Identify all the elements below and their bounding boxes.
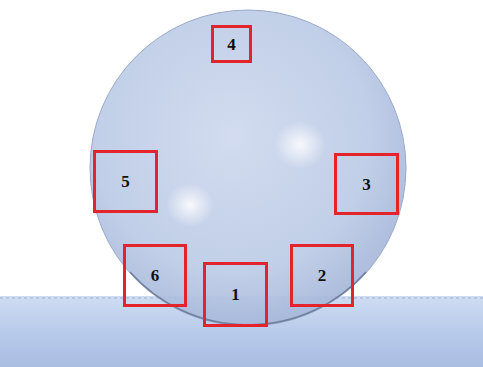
callout-number: 2: [318, 267, 327, 284]
highlight: [166, 183, 214, 227]
callout-number: 1: [231, 286, 240, 303]
droplet-sphere: [90, 10, 406, 326]
callout-box: 1: [203, 262, 268, 327]
callout-number: 6: [151, 267, 160, 284]
callout-box: 3: [334, 153, 399, 215]
contact-edge: [130, 272, 366, 325]
callout-box: 6: [123, 244, 187, 307]
callout-box: 5: [93, 150, 158, 213]
callout-number: 3: [362, 176, 371, 193]
callout-number: 4: [227, 36, 236, 53]
highlight: [274, 121, 326, 169]
callout-box: 2: [290, 244, 354, 307]
callout-box: 4: [211, 25, 252, 63]
callout-number: 5: [121, 173, 130, 190]
